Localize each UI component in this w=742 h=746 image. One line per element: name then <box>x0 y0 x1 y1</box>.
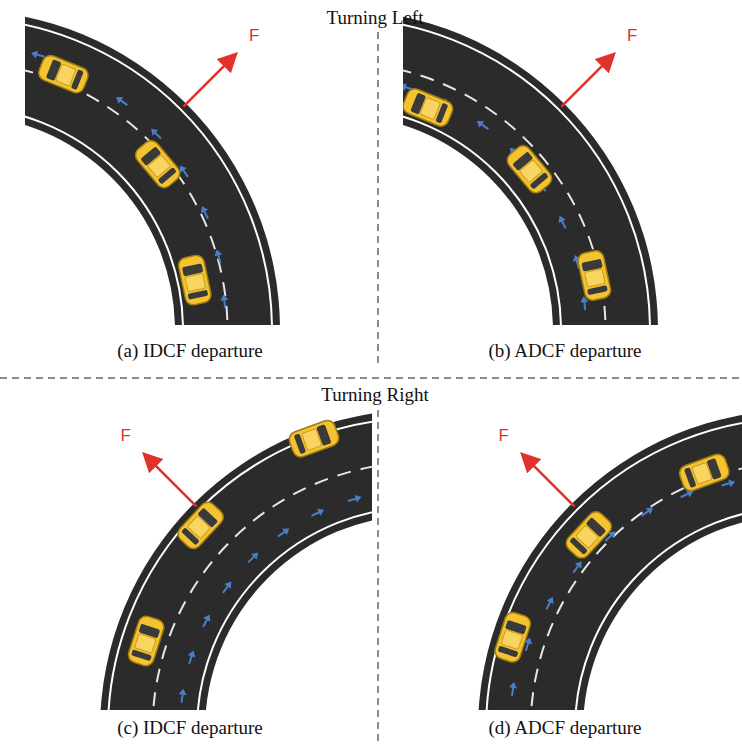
trajectory-arrow <box>200 613 213 629</box>
edge-line <box>197 507 372 710</box>
car <box>677 452 731 493</box>
car <box>493 610 533 664</box>
trajectory-arrow <box>220 579 235 595</box>
edge-line <box>403 107 561 325</box>
edge-line <box>403 18 650 325</box>
trajectory-arrow <box>543 595 556 611</box>
force-arrow <box>183 56 234 107</box>
car <box>126 614 166 668</box>
lane-centerline <box>531 463 742 711</box>
car <box>287 418 341 459</box>
force-label: F <box>121 426 131 445</box>
edge-line <box>486 418 742 710</box>
road-surface <box>25 10 280 325</box>
panel-caption: (d) ADCF departure <box>488 718 641 739</box>
trajectory-arrow <box>198 204 211 220</box>
edge-line <box>108 418 372 710</box>
car <box>563 508 615 561</box>
road-surface <box>403 10 658 325</box>
force-label: F <box>627 26 637 45</box>
force-label: F <box>499 426 509 445</box>
trajectory-arrow <box>178 688 188 703</box>
car <box>132 137 183 190</box>
car <box>36 53 90 95</box>
panel-caption: (c) IDCF departure <box>117 718 263 739</box>
road-surface <box>100 410 372 710</box>
force-arrow <box>524 456 575 507</box>
section-title: Turning Left <box>327 8 424 29</box>
panel-caption: (a) IDCF departure <box>117 341 263 362</box>
force-arrow <box>561 56 612 107</box>
trajectory-arrow <box>276 525 292 540</box>
edge-line <box>25 107 183 325</box>
trajectory-arrow <box>185 649 197 665</box>
trajectory-arrow <box>570 559 585 575</box>
road-surface <box>478 410 742 710</box>
trajectory-arrow <box>508 681 518 696</box>
car <box>403 86 455 128</box>
force-label: F <box>249 26 259 45</box>
force-arrow <box>146 456 197 507</box>
road-panel <box>478 410 742 710</box>
car <box>577 249 612 301</box>
section-title: Turning Right <box>321 385 429 406</box>
road-panel <box>25 10 280 325</box>
trajectory-arrow <box>556 214 569 230</box>
road-panel <box>403 10 658 325</box>
trajectory-arrow <box>310 506 326 519</box>
car <box>175 499 227 552</box>
car <box>177 254 212 306</box>
lane-centerline <box>25 63 228 326</box>
trajectory-arrow <box>639 505 655 520</box>
trajectory-arrow <box>114 94 130 109</box>
trajectory-arrow <box>347 493 363 505</box>
lane-centerline <box>403 63 606 326</box>
road-panel <box>100 410 372 710</box>
panel-caption: (b) ADCF departure <box>488 341 641 362</box>
edge-line <box>25 18 272 325</box>
car <box>504 143 555 196</box>
trajectory-arrow <box>213 248 224 264</box>
trajectory-arrow <box>220 294 229 309</box>
lane-centerline <box>153 463 373 711</box>
trajectory-arrow <box>475 118 491 133</box>
trajectory-arrow <box>148 126 164 142</box>
trajectory-arrow <box>245 550 261 566</box>
